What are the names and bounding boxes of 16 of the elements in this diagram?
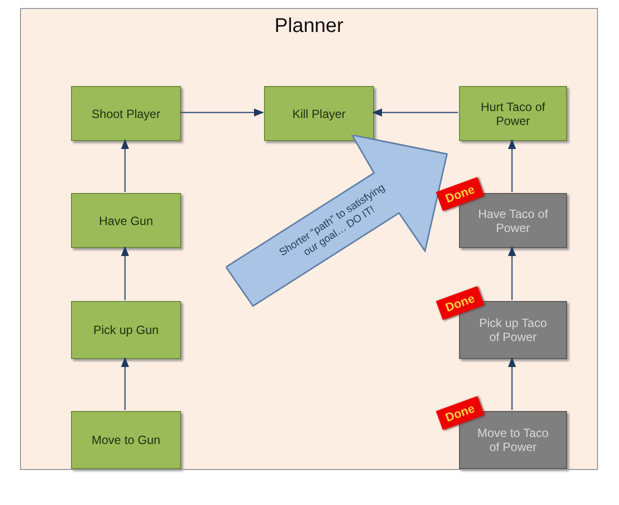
arrow (180, 108, 264, 116)
arrow (508, 246, 516, 300)
arrow (372, 108, 458, 116)
action-box: Kill Player (264, 86, 374, 141)
panel-heading: Planner (274, 15, 344, 38)
action-box: Have Gun (71, 193, 181, 248)
arrow (121, 246, 129, 300)
action-box: Pick up Gun (71, 301, 181, 359)
planner-panel (20, 8, 598, 470)
action-box: Shoot Player (71, 86, 181, 141)
arrow (121, 357, 129, 410)
arrow (508, 357, 516, 410)
action-box: Hurt Taco of Power (459, 86, 567, 141)
arrow (121, 139, 129, 192)
action-box: Move to Gun (71, 411, 181, 469)
arrow (508, 139, 516, 192)
